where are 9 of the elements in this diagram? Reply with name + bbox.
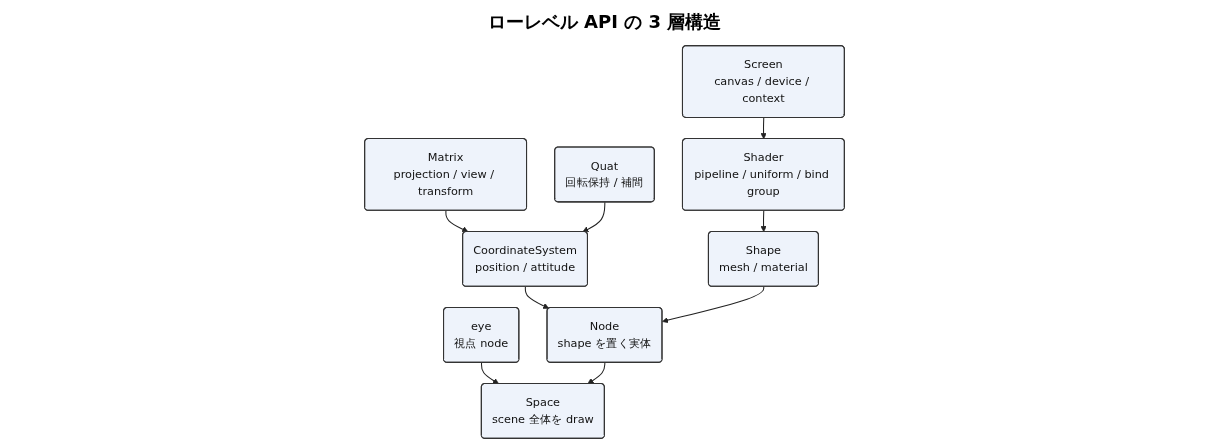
diagram-title: ローレベル API の 3 層構造 <box>487 10 722 34</box>
arrow <box>524 286 550 309</box>
arrow <box>582 201 606 233</box>
arrow <box>760 117 767 140</box>
arrow <box>445 210 469 233</box>
arrow <box>480 362 499 385</box>
arrow <box>662 286 765 324</box>
arrow <box>760 210 767 233</box>
arrow <box>587 362 606 385</box>
